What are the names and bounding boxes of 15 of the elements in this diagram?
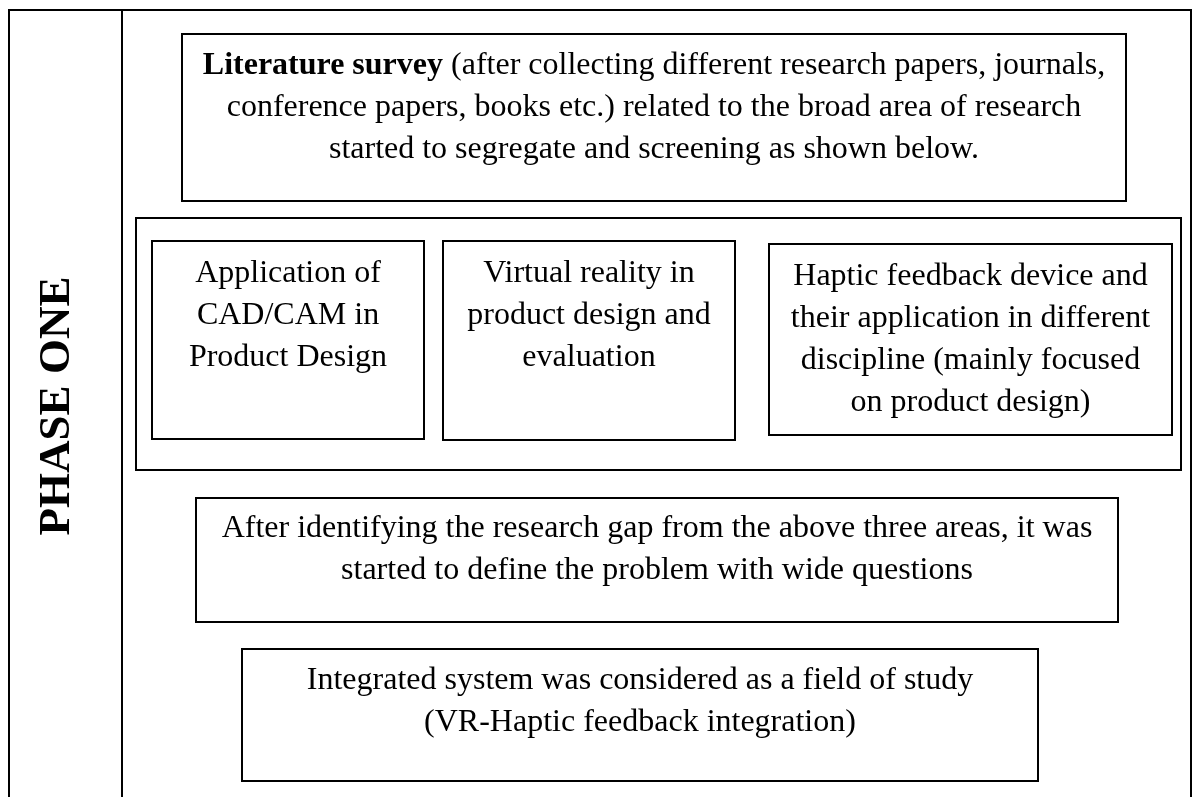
box-text: Haptic feedback device and their application in different discipline (mainly focused on product design) — [789, 255, 1152, 420]
text-box — [151, 240, 425, 440]
box-text: Integrated system was considered as a field of study (VR-Haptic feedback integration) — [305, 659, 975, 740]
text-box — [241, 648, 1039, 782]
box-text: Application of CAD/CAM in Product Design — [187, 252, 389, 375]
phase-frame — [8, 9, 1192, 797]
text-box — [442, 240, 736, 441]
box-text: Virtual reality in product design and evaluation — [466, 252, 712, 375]
box-text: After identifying the research gap from the above three areas, it was started to define the problem with wide questions — [220, 507, 1094, 588]
text-box — [181, 33, 1127, 202]
phase-heading: PHASE ONE — [31, 276, 77, 536]
box-text: Literature survey (after collecting different research papers, journals, conference papers, books etc.) related to the broad area of research started to segregate and screening as shown below. — [201, 44, 1107, 167]
text-box — [195, 497, 1119, 623]
text-box — [768, 243, 1173, 436]
group-box — [135, 217, 1182, 471]
